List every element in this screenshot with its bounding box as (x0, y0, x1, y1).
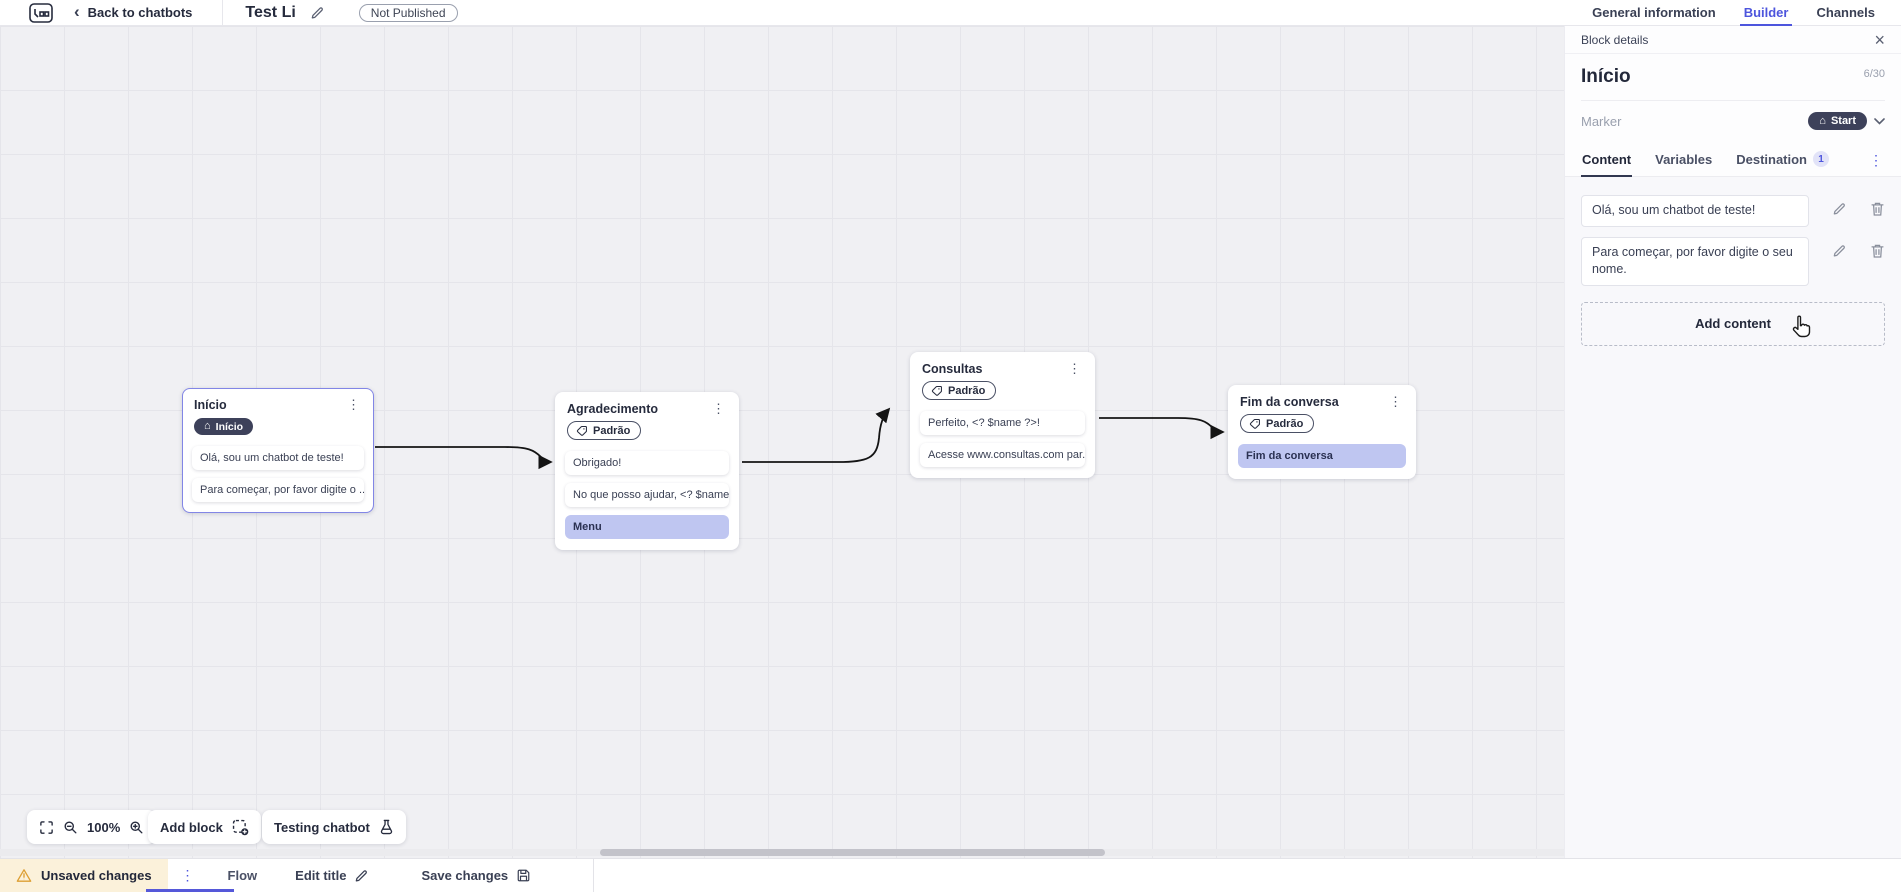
flow-block-fim[interactable]: Fim da conversa ⋮ Padrão Fim da conversa (1228, 385, 1416, 479)
edit-icon[interactable] (1832, 201, 1847, 216)
block-menu-icon[interactable]: ⋮ (712, 401, 725, 416)
flow-canvas[interactable]: Início ⋮ ⌂Início Olá, sou um chatbot de … (0, 26, 1564, 858)
block-end-item[interactable]: Fim da conversa (1238, 444, 1406, 468)
active-tab-underline (146, 889, 234, 892)
back-chevron-icon: ‹ (74, 2, 80, 21)
fullscreen-icon[interactable] (39, 820, 54, 835)
tab-content[interactable]: Content (1581, 144, 1633, 177)
topbar-tabs: General information Builder Channels (1592, 0, 1901, 26)
close-icon[interactable]: × (1874, 29, 1885, 50)
start-marker-badge: ⌂Início (194, 418, 254, 435)
add-block-icon (232, 819, 249, 835)
zoom-controls: 100% (27, 810, 157, 844)
edit-chatbot-title-icon[interactable] (310, 5, 325, 20)
block-details-panel: Block details × Início 6/30 Marker ⌂ Sta… (1564, 26, 1901, 858)
add-block-button[interactable]: Add block (148, 810, 261, 844)
content-item-row: Para começar, por favor digite o seu nom… (1581, 236, 1885, 286)
panel-title: Block details (1581, 32, 1649, 47)
block-title: Consultas (922, 362, 983, 376)
tag-icon (931, 385, 942, 396)
flow-menu-icon[interactable]: ⋮ (180, 867, 195, 883)
marker-start-dropdown[interactable]: ⌂ Start (1808, 112, 1867, 130)
tab-destination[interactable]: Destination 1 (1735, 143, 1830, 176)
destination-count-badge: 1 (1813, 151, 1830, 167)
padrao-badge: Padrão (567, 421, 642, 440)
tag-icon (1249, 418, 1260, 429)
content-text-field[interactable]: Para começar, por favor digite o seu nom… (1581, 236, 1809, 286)
char-counter: 6/30 (1863, 68, 1885, 80)
chevron-down-icon[interactable] (1874, 117, 1885, 125)
zoom-in-icon[interactable] (129, 820, 144, 835)
zoom-out-icon[interactable] (63, 820, 78, 835)
tab-flow[interactable]: Flow (227, 868, 258, 883)
edit-title-button[interactable]: Edit title (277, 859, 387, 892)
content-text-field[interactable]: Olá, sou um chatbot de teste! (1581, 195, 1809, 227)
status-badge: Not Published (358, 3, 458, 22)
save-changes-button[interactable]: Save changes (403, 859, 549, 892)
block-menu-icon[interactable]: ⋮ (1068, 361, 1081, 376)
flow-block-agradecimento[interactable]: Agradecimento ⋮ Padrão Obrigado! No que … (555, 392, 739, 550)
divider (1581, 100, 1885, 101)
canvas-hscrollbar-thumb[interactable] (600, 849, 1105, 856)
block-message[interactable]: Para começar, por favor digite o ... (192, 478, 364, 502)
panel-more-icon[interactable]: ⋮ (1869, 151, 1883, 168)
panel-tabs: Content Variables Destination 1 ⋮ (1565, 143, 1901, 177)
flow-block-consultas[interactable]: Consultas ⋮ Padrão Perfeito, <? $name ?>… (910, 352, 1095, 478)
chatbot-title: Test Li (245, 3, 296, 21)
tab-channels[interactable]: Channels (1816, 5, 1875, 20)
delete-icon[interactable] (1870, 201, 1885, 217)
block-menu-icon[interactable]: ⋮ (1389, 394, 1402, 409)
warning-icon (16, 869, 32, 882)
save-icon (517, 869, 530, 882)
tab-variables[interactable]: Variables (1655, 151, 1713, 167)
marker-label: Marker (1581, 113, 1622, 129)
bottombar-divider (593, 859, 595, 892)
edit-icon[interactable] (1832, 243, 1847, 258)
block-menu-icon[interactable]: ⋮ (347, 397, 360, 412)
block-message[interactable]: Acesse www.consultas.com par... (920, 443, 1085, 467)
block-title: Fim da conversa (1240, 395, 1339, 409)
block-title: Agradecimento (567, 402, 658, 416)
block-message[interactable]: No que posso ajudar, <? $name ... (565, 483, 729, 507)
back-label: Back to chatbots (87, 5, 193, 20)
tab-general-information[interactable]: General information (1592, 5, 1716, 20)
content-item-row: Olá, sou um chatbot de teste! (1581, 195, 1885, 227)
mouse-cursor-icon (1792, 315, 1811, 338)
zoom-level: 100% (87, 819, 121, 835)
tag-icon (576, 425, 587, 436)
testing-chatbot-button[interactable]: Testing chatbot (262, 810, 406, 844)
block-message[interactable]: Perfeito, <? $name ?>! (920, 411, 1085, 435)
block-menu-item[interactable]: Menu (565, 515, 729, 539)
bottom-bar: Unsaved changes ⋮ Flow Edit title Save c… (0, 858, 1901, 892)
back-to-chatbots-button[interactable]: ‹ Back to chatbots (74, 2, 193, 21)
add-content-button[interactable]: Add content (1581, 301, 1885, 346)
block-message[interactable]: Olá, sou um chatbot de teste! (192, 446, 364, 470)
flask-icon (380, 819, 392, 835)
block-title: Início (194, 398, 227, 412)
topbar-divider (222, 0, 224, 26)
home-icon: ⌂ (1819, 115, 1826, 127)
top-bar: ‹ Back to chatbots Test Li Not Published… (0, 0, 1901, 26)
app-logo-icon (28, 2, 54, 24)
block-message[interactable]: Obrigado! (565, 451, 729, 475)
home-icon: ⌂ (204, 420, 211, 432)
pencil-icon (356, 870, 368, 882)
delete-icon[interactable] (1870, 243, 1885, 259)
padrao-badge: Padrão (922, 381, 997, 400)
flow-block-inicio[interactable]: Início ⋮ ⌂Início Olá, sou um chatbot de … (182, 388, 374, 513)
tab-builder[interactable]: Builder (1739, 0, 1793, 26)
padrao-badge: Padrão (1240, 414, 1315, 433)
block-name-field[interactable]: Início (1581, 66, 1631, 87)
unsaved-changes-status: Unsaved changes (0, 859, 168, 892)
